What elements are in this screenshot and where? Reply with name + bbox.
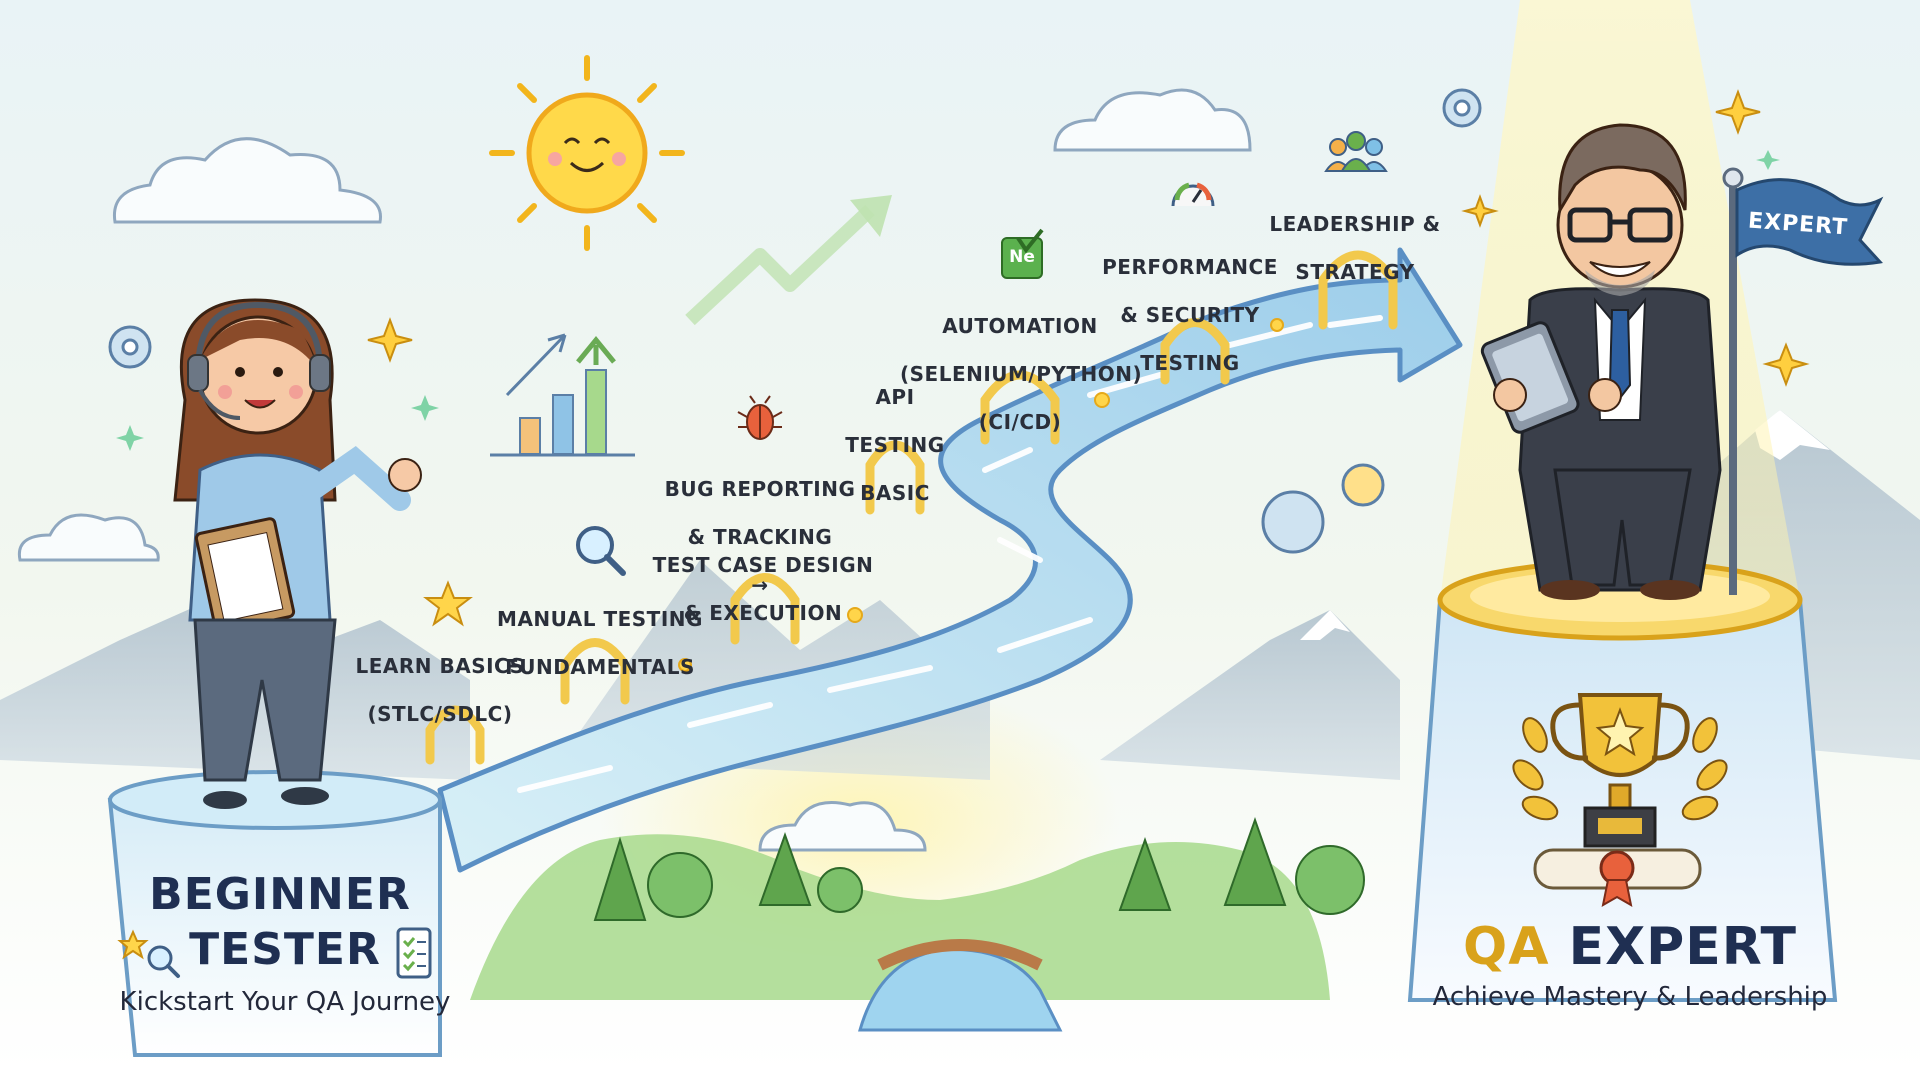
flag-icon <box>1722 167 1884 595</box>
qa-expert-character <box>1480 123 1722 600</box>
expert-title-qa: QA <box>1463 917 1550 977</box>
expert-title-expert: EXPERT <box>1568 917 1797 977</box>
bridge <box>877 939 1043 971</box>
journey-path <box>437 247 1463 873</box>
selenium-badge-icon <box>1001 228 1044 279</box>
small-magnifier-icon <box>147 945 180 978</box>
milestone-api-testing: API TESTING BASIC <box>845 385 945 505</box>
milestone-bug-reporting: BUG REPORTING & TRACKING → <box>664 477 856 597</box>
headset-icon <box>195 301 323 371</box>
beginner-subtitle: Kickstart Your QA Journey <box>119 987 451 1017</box>
beginner-tester-character <box>173 298 422 809</box>
clipboard-icon <box>194 517 296 633</box>
diploma-icon <box>1533 848 1702 907</box>
magnifier-icon <box>576 526 626 576</box>
selenium-badge-label: Ne <box>1009 247 1035 267</box>
sun-icon <box>489 55 685 251</box>
expert-subtitle: Achieve Mastery & Leadership <box>1432 982 1828 1012</box>
small-checklist-icon <box>396 927 432 979</box>
milestone-arches <box>425 250 1398 765</box>
milestone-leadership: LEADERSHIP & STRATEGY <box>1269 212 1441 284</box>
cloud <box>17 88 1252 852</box>
milestone-performance: PERFORMANCE & SECURITY TESTING <box>1102 255 1278 375</box>
star-icon <box>423 580 473 627</box>
beginner-title-line2: TESTER <box>189 924 381 975</box>
growth-chart-icon <box>490 333 635 457</box>
beginner-title-line1: BEGINNER <box>149 869 411 920</box>
bug-icon <box>737 395 783 440</box>
milestone-manual-testing: MANUAL TESTING FUNDAMENTALS <box>497 607 703 679</box>
sparkle-icons <box>367 89 1810 387</box>
path-arrows <box>517 315 1383 793</box>
milestone-automation: AUTOMATION (SELENIUM/PYTHON) (CI/CD) <box>900 314 1143 434</box>
expert-title: QA EXPERT <box>1440 917 1820 977</box>
trend-arrow-icon <box>685 204 875 326</box>
laurel-icon <box>1512 717 1728 821</box>
team-icon <box>1324 131 1388 172</box>
trophy-icon <box>1550 693 1690 848</box>
milestone-pins <box>678 318 1284 672</box>
small-star-icon <box>117 929 149 960</box>
trees <box>593 816 1365 921</box>
mint-sparkles <box>116 150 1780 451</box>
speedometer-icon <box>1171 182 1215 207</box>
mountain-right <box>1100 610 1400 780</box>
beginner-pedestal <box>107 770 442 1057</box>
milestone-learn-basics: LEARN BASICS (STLC/SDLC) <box>355 654 525 726</box>
milestone-test-case-design: TEST CASE DESIGN & EXECUTION <box>652 553 874 625</box>
